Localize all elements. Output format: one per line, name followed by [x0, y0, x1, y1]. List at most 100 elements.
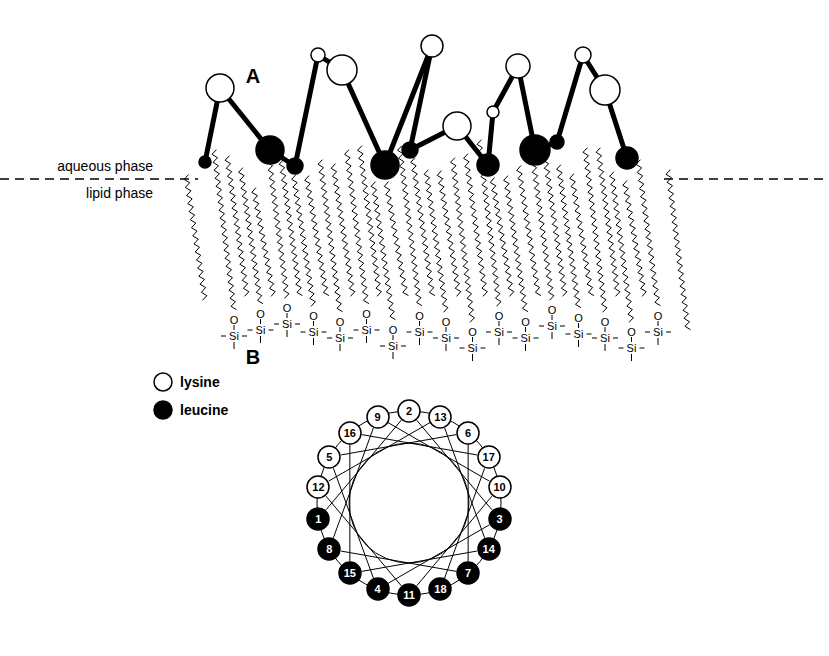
oxygen-atom: O: [336, 317, 345, 328]
siloxane-bond: [513, 327, 539, 351]
residue-circle: 11: [397, 583, 421, 607]
oxygen-atom: O: [415, 311, 424, 322]
residue-ball: [199, 156, 211, 168]
silicon-atom: Si: [494, 327, 504, 338]
siloxane-bond: [407, 321, 433, 345]
residue-ball: [206, 74, 234, 102]
oxygen-atom: O: [468, 327, 477, 338]
residue-ball: [287, 158, 303, 174]
legend-entry: lysine: [152, 371, 220, 393]
lipid-chain: [610, 172, 634, 323]
legend-label: lysine: [180, 375, 220, 389]
silicon-atom: Si: [547, 321, 557, 332]
silicon-atom: Si: [256, 325, 266, 336]
residue-ball: [327, 55, 357, 85]
residue-circle: 16: [338, 421, 362, 445]
oxygen-atom: O: [654, 311, 663, 322]
legend-entry: leucine: [152, 399, 228, 421]
silicon-atom: Si: [335, 333, 345, 344]
residue-ball: [421, 35, 443, 57]
oxygen-atom: O: [442, 317, 451, 328]
residue-ball: [616, 147, 638, 169]
lipid-chain: [345, 150, 369, 304]
wheel-ring: [317, 411, 501, 595]
siloxane-bond: [354, 319, 380, 343]
siloxane-bond: [248, 319, 274, 343]
residue-outline: [457, 422, 479, 444]
panel-letter: A: [246, 66, 260, 86]
residue-outline: [307, 508, 329, 530]
lipid-chain: [596, 148, 620, 297]
residue-outline: [318, 446, 340, 468]
residue-ball: [506, 54, 530, 78]
residue-ball: [487, 106, 499, 118]
silicon-atom: Si: [309, 327, 319, 338]
residue-outline: [489, 476, 511, 498]
residue-circle: 5: [317, 445, 341, 469]
residue-circle: 9: [366, 405, 390, 429]
lipid-chain: [557, 165, 581, 308]
residue-circle: 2: [397, 399, 421, 423]
residue-circle: 18: [428, 577, 452, 601]
siloxane-bond: [539, 315, 565, 339]
lipid-chain: [318, 160, 342, 312]
lipid-chain: [184, 175, 207, 301]
residue-outline: [318, 538, 340, 560]
lipid-chain: [292, 175, 316, 307]
phase-label: aqueous phase: [57, 159, 153, 173]
residue-number: 2: [397, 399, 421, 423]
lipid-chain: [666, 170, 690, 330]
lipid-chain: [252, 188, 275, 297]
lipid-chain: [371, 182, 395, 320]
residue-number: 4: [366, 577, 390, 601]
residue-ball: [477, 154, 499, 176]
lipid-chain: [530, 152, 554, 301]
lipid-chain: [398, 146, 422, 306]
wheel-connector: [445, 428, 485, 538]
oxygen-atom: O: [495, 311, 504, 322]
residue-number: 5: [317, 445, 341, 469]
residue-circle: 7: [456, 561, 480, 585]
residue-circle: 4: [366, 577, 390, 601]
residue-outline: [398, 584, 420, 606]
lipid-chain: [570, 174, 594, 296]
interface-line: [0, 178, 198, 180]
lipid-chain: [490, 178, 514, 297]
legend-swatch: [152, 371, 174, 393]
residue-circle: 1: [306, 507, 330, 531]
phase-label: lipid phase: [86, 186, 153, 200]
residue-ball: [550, 135, 564, 149]
siloxane-bond: [433, 327, 459, 351]
interface-line: [664, 178, 829, 180]
oxygen-atom: O: [574, 313, 583, 324]
legend-swatch: [154, 401, 172, 419]
residue-number: 1: [306, 507, 330, 531]
lipid-chain: [437, 171, 461, 297]
residue-circle: 10: [488, 475, 512, 499]
residue-number: 6: [456, 421, 480, 445]
residue-circle: 8: [317, 537, 341, 561]
peptide-bond: [557, 55, 583, 142]
lipid-chain: [451, 158, 475, 323]
residue-outline: [429, 578, 451, 600]
silicon-atom: Si: [574, 329, 584, 340]
residue-outline: [307, 476, 329, 498]
lipid-chain: [504, 176, 528, 312]
oxygen-atom: O: [309, 311, 318, 322]
silicon-atom: Si: [600, 333, 610, 344]
siloxane-bond: [327, 327, 353, 351]
residue-outline: [478, 538, 500, 560]
residue-number: 18: [428, 577, 452, 601]
residue-outline: [339, 562, 361, 584]
silicon-atom: Si: [468, 343, 478, 354]
residue-outline: [339, 422, 361, 444]
panel-letter: B: [246, 347, 260, 367]
oxygen-atom: O: [521, 317, 530, 328]
siloxane-bond: [221, 325, 247, 349]
oxygen-atom: O: [601, 317, 610, 328]
lipid-chain: [636, 160, 660, 306]
siloxane-bond: [566, 323, 592, 347]
residue-number: 15: [338, 561, 362, 585]
